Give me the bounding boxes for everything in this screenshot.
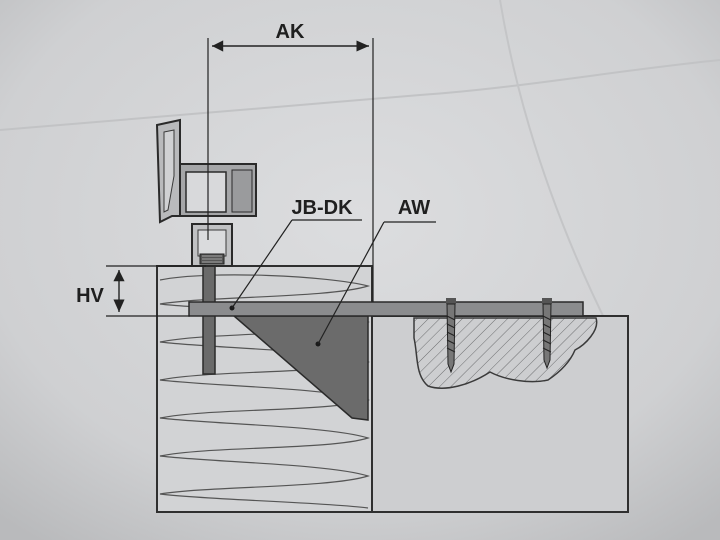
concrete-wall (371, 315, 629, 513)
hv-dimension (106, 265, 206, 317)
aw-label: AW (398, 197, 430, 219)
ak-dimension (207, 38, 374, 302)
hv-label: HV (76, 285, 104, 307)
ak-label: AK (276, 21, 305, 43)
paper-crease (0, 59, 720, 131)
paper-crease (499, 0, 611, 331)
threaded-rod (202, 265, 216, 375)
mounting-clip (191, 223, 233, 267)
horizontal-rail (188, 301, 584, 317)
aw-leader (317, 221, 436, 345)
jbdk-label: JB-DK (291, 197, 353, 219)
frame-profile (155, 118, 257, 224)
anchor-screw (446, 298, 456, 374)
jbdk-leader (231, 219, 362, 309)
anchor-screw (542, 298, 552, 370)
